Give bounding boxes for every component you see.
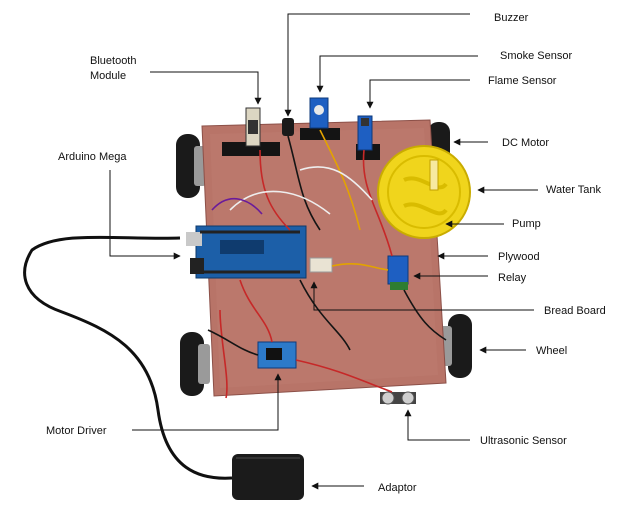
label-water-tank: Water Tank <box>546 184 602 196</box>
label-flame-sensor: Flame Sensor <box>488 75 557 87</box>
label-bluetooth-line1: Bluetooth <box>90 55 136 67</box>
wiring <box>207 129 447 399</box>
adaptor <box>232 454 304 500</box>
label-adaptor: Adaptor <box>378 482 417 494</box>
motor-driver <box>257 341 297 369</box>
ultrasonic-sensor <box>380 391 416 405</box>
bread-board <box>309 257 333 273</box>
label-bluetooth-line2: Module <box>90 70 126 82</box>
label-arduino-mega: Arduino Mega <box>58 151 127 163</box>
label-plywood: Plywood <box>498 251 540 263</box>
label-wheel: Wheel <box>536 345 567 357</box>
robot-photo <box>23 97 472 500</box>
label-motor-driver: Motor Driver <box>46 425 107 437</box>
callout-lines <box>109 13 538 490</box>
wheel-bottom-right <box>448 314 472 378</box>
water-tank <box>377 145 471 239</box>
label-smoke-sensor: Smoke Sensor <box>500 50 572 62</box>
relay <box>387 255 409 285</box>
labels: Buzzer Bluetooth Module Smoke Sensor Fla… <box>46 12 606 494</box>
label-dc-motor: DC Motor <box>502 137 549 149</box>
label-pump: Pump <box>512 218 541 230</box>
label-buzzer: Buzzer <box>494 12 529 24</box>
pump <box>429 159 439 191</box>
label-ultrasonic-sensor: Ultrasonic Sensor <box>480 435 567 447</box>
power-cable <box>23 235 233 480</box>
label-relay: Relay <box>498 272 527 284</box>
label-bread-board: Bread Board <box>544 305 606 317</box>
buzzer <box>282 118 294 136</box>
